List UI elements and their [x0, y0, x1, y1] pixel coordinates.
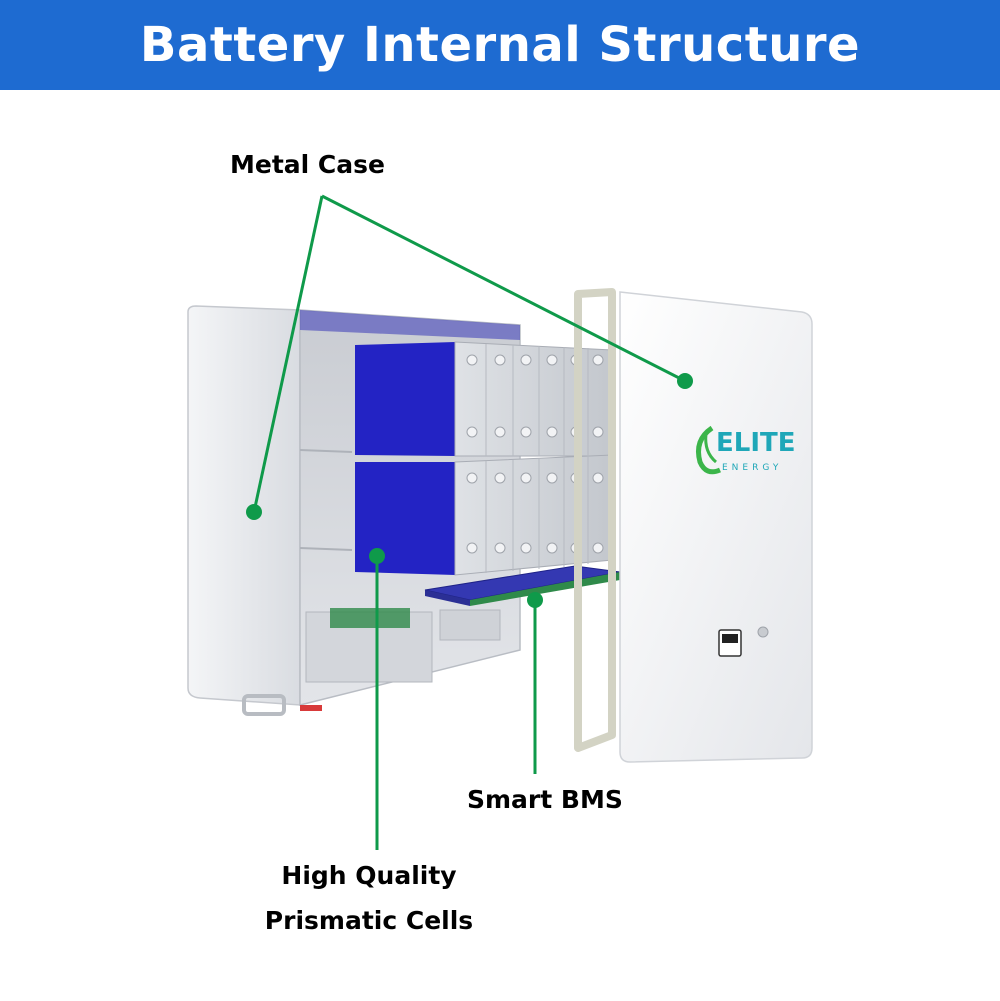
leader-metal-case-right [321, 194, 686, 383]
label-cells-line1: High Quality [281, 861, 457, 890]
logo-brand-word: ELITE [716, 428, 796, 458]
gasket-frame [574, 288, 616, 752]
label-smart-bms: Smart BMS [467, 785, 623, 814]
callout-dots [246, 373, 693, 608]
dot-prismatic-cells [369, 548, 385, 564]
leader-metal-case-left [252, 195, 324, 513]
power-button-icon [757, 626, 769, 638]
logo-brand-sub: ENERGY [722, 463, 782, 473]
prismatic-cells-module [355, 341, 613, 576]
callout-lines [252, 194, 686, 850]
label-cells-line2: Prismatic Cells [264, 906, 474, 935]
elite-energy-logo: ELITE ENERGY [696, 425, 796, 475]
dot-metal-case-left [246, 504, 262, 520]
dot-metal-case-right [677, 373, 693, 389]
dot-smart-bms [527, 592, 543, 608]
smart-bms-board [424, 565, 621, 606]
title-banner: Battery Internal Structure [0, 0, 1000, 90]
page-title: Battery Internal Structure [139, 17, 861, 73]
label-metal-case: Metal Case [230, 150, 385, 179]
front-cover-panel: ELITE ENERGY [619, 291, 813, 763]
